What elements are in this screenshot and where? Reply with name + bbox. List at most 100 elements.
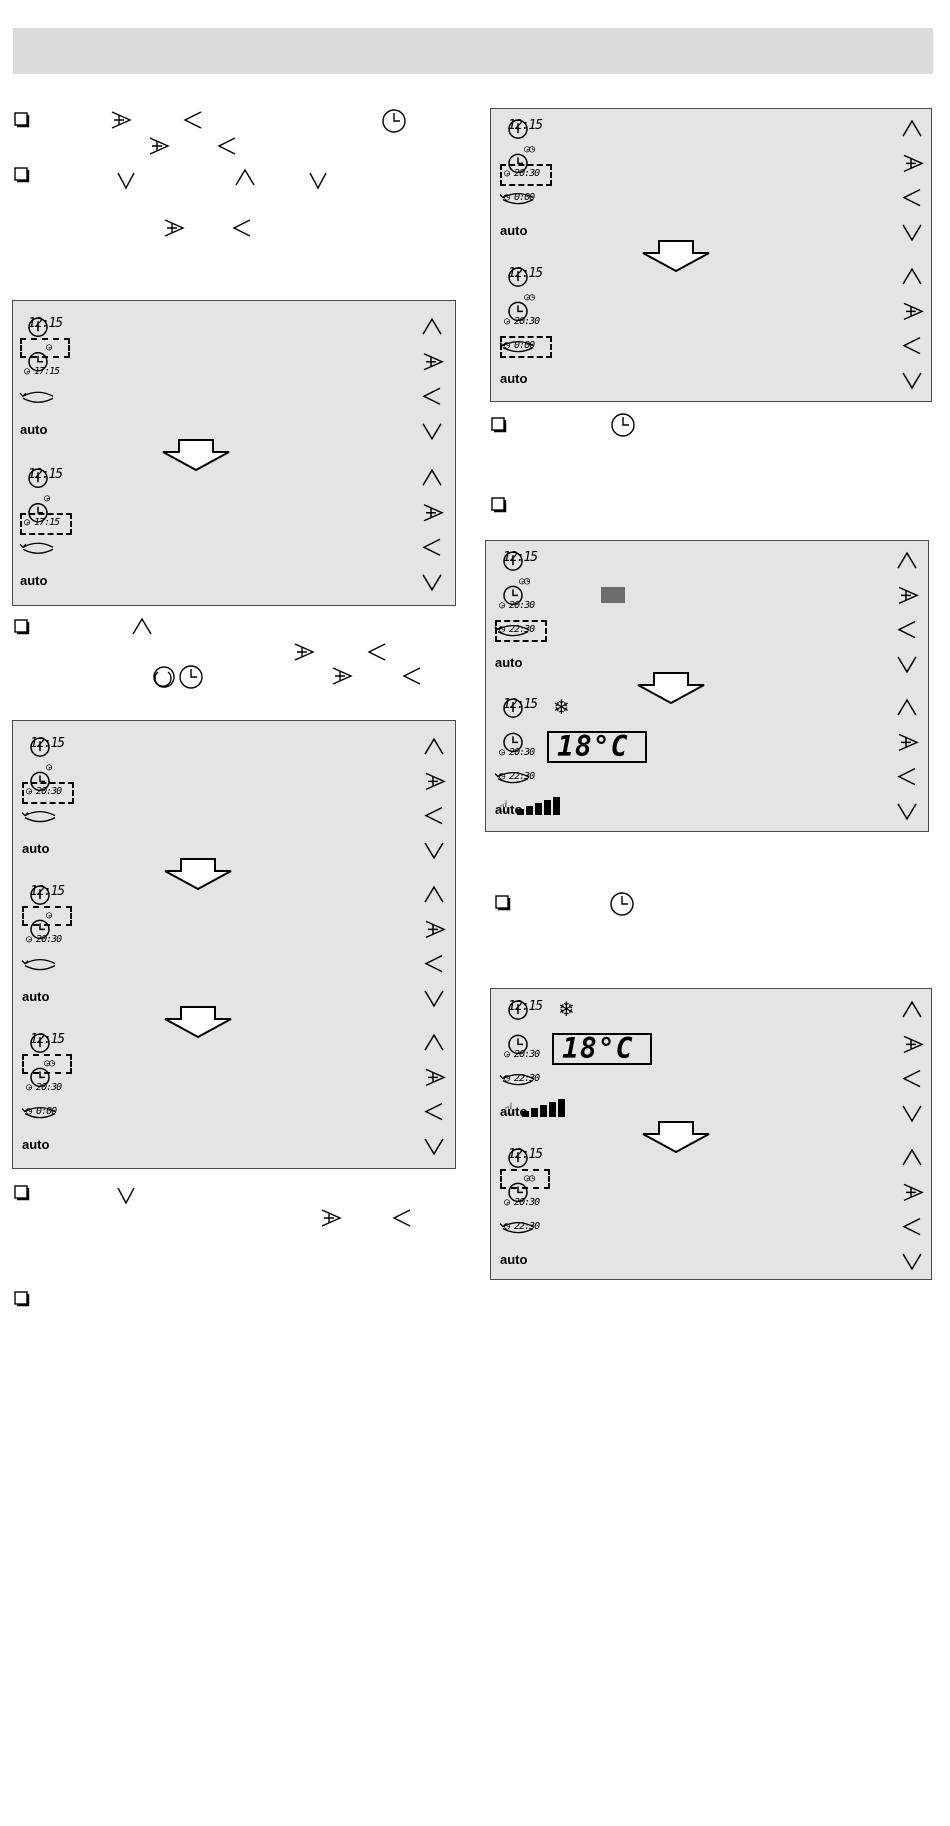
lcd-clock: 12:15 xyxy=(28,316,63,331)
transition-arrow xyxy=(164,858,232,891)
swing-icon xyxy=(499,192,534,205)
timer-off-icon: ◷ xyxy=(504,192,515,203)
lcd-timer-value: 20:30 xyxy=(36,1082,62,1093)
fan-speed-bars xyxy=(517,795,565,815)
lcd-timer-value: 20:30 xyxy=(514,1049,540,1060)
up-chevron-icon xyxy=(897,698,917,716)
temperature-frame: 18°C xyxy=(547,730,647,763)
lcd-clock: 12:15 xyxy=(508,266,543,281)
lcd-screen: 12:15◶◷◶ 20:30◷ 0:00 xyxy=(496,266,652,671)
timer-off-icon: ◷ xyxy=(499,771,510,782)
timer-on-off-icon: ◶◷ xyxy=(44,1058,55,1069)
down-chevron-icon xyxy=(424,990,444,1008)
right-key-1[interactable] xyxy=(18,1574,86,1608)
auto-label: auto xyxy=(20,421,48,437)
clock-icon xyxy=(30,1067,50,1088)
lcd-timer: ◶ 20:30 xyxy=(504,1049,540,1060)
timer-on-off-icon: ◶◷ xyxy=(519,576,530,587)
divider-strip xyxy=(496,1278,528,1415)
lcd-screen: 12:15◶◶ 20:30 xyxy=(18,736,174,1141)
lcd-timer: ◷ 22:30 xyxy=(504,1221,540,1232)
lcd-timer: ◶ 20:30 xyxy=(26,934,62,945)
timer-on-off-icon: ◶◷ xyxy=(524,292,535,303)
lcd-timer: ◶ 20:30 xyxy=(26,786,62,797)
right-key-2[interactable] xyxy=(496,1723,564,1757)
fan-speed-bars xyxy=(522,1097,570,1117)
swing-icon xyxy=(19,391,54,403)
lcd-timer: ◶ 20:30 xyxy=(26,1082,62,1093)
selection-frame xyxy=(20,338,70,358)
hand-icon: ☝ xyxy=(504,1099,514,1118)
right-key-4[interactable] xyxy=(18,1677,86,1711)
panel-e xyxy=(490,988,932,1280)
lcd-clock: 12:15 xyxy=(30,736,65,751)
snowflake-icon: ❄ xyxy=(553,695,570,719)
timer-off-icon: ◷ xyxy=(504,340,515,351)
lcd-clock: 12:15 xyxy=(508,1147,543,1162)
clock-icon xyxy=(503,585,523,606)
up-chevron-icon xyxy=(902,1148,922,1166)
timer-on-icon: ◶ xyxy=(44,493,50,504)
power-icon xyxy=(508,119,528,139)
up-chevron-icon xyxy=(424,885,444,903)
timer-on-off-icon: ◶◷ xyxy=(524,1173,535,1184)
lcd-timer: ◶ 17:15 xyxy=(24,366,60,377)
lcd-clock: 12:15 xyxy=(30,1032,65,1047)
transition-arrow xyxy=(637,672,705,705)
timer-on-icon: ◶ xyxy=(499,747,510,758)
auto-label: auto xyxy=(500,1251,528,1267)
up-chevron-icon xyxy=(902,267,922,285)
timer-off-icon: ◷ xyxy=(26,1106,37,1117)
lcd-timer: ◷ 22:30 xyxy=(499,624,535,635)
clock-icon xyxy=(508,301,528,322)
lcd-clock: 12:15 xyxy=(30,884,65,899)
divider-strip xyxy=(496,1552,522,1689)
right-key-3[interactable] xyxy=(496,1758,564,1792)
right-key-3[interactable] xyxy=(18,1643,86,1677)
lcd-clock: 12:15 xyxy=(508,118,543,133)
timer-on-icon: ◶ xyxy=(504,168,515,179)
up-chevron-icon xyxy=(422,317,442,335)
auto-label: auto xyxy=(500,222,528,238)
plus-arrow-icon xyxy=(423,504,444,522)
temperature-readout: 18°C xyxy=(562,1032,634,1065)
minus-arrow-icon xyxy=(902,188,921,207)
lcd-timer-value: 20:30 xyxy=(514,168,540,179)
swing-icon xyxy=(499,1073,534,1086)
right-key-1[interactable] xyxy=(496,1689,564,1723)
power-icon xyxy=(30,1033,50,1053)
down-chevron-icon xyxy=(424,842,444,860)
lcd-clock: 12:15 xyxy=(503,550,538,565)
plus-arrow-icon xyxy=(425,772,446,791)
minus-arrow-icon xyxy=(183,111,202,129)
right-key-2[interactable] xyxy=(18,1608,86,1642)
timer-on-icon: ◶ xyxy=(46,342,52,353)
power-icon xyxy=(30,885,50,905)
selection-frame xyxy=(500,164,552,186)
up-chevron-icon xyxy=(235,168,255,186)
down-chevron-icon xyxy=(424,1138,444,1156)
swing-icon xyxy=(21,958,56,971)
clock-icon xyxy=(28,503,48,523)
power-icon xyxy=(503,551,523,571)
right-key-4[interactable] xyxy=(496,1792,564,1826)
plus-arrow-icon xyxy=(903,154,924,173)
down-chevron-icon xyxy=(117,172,135,190)
plus-arrow-icon xyxy=(425,1068,446,1087)
snowflake-icon: ❄ xyxy=(558,997,575,1021)
selection-frame xyxy=(22,782,74,804)
lcd-timer-value: 17:15 xyxy=(34,517,60,528)
clock-icon xyxy=(508,1034,528,1055)
auto-label: auto xyxy=(22,1136,50,1152)
clock-icon xyxy=(30,919,50,940)
power-icon xyxy=(508,267,528,287)
temperature-readout: 18°C xyxy=(557,730,629,763)
selection-frame xyxy=(20,513,72,535)
lcd-timer-value: 20:30 xyxy=(36,786,62,797)
plus-arrow-icon xyxy=(903,1035,924,1054)
clock-icon xyxy=(508,153,528,174)
timer-on-icon: ◶ xyxy=(24,366,35,377)
